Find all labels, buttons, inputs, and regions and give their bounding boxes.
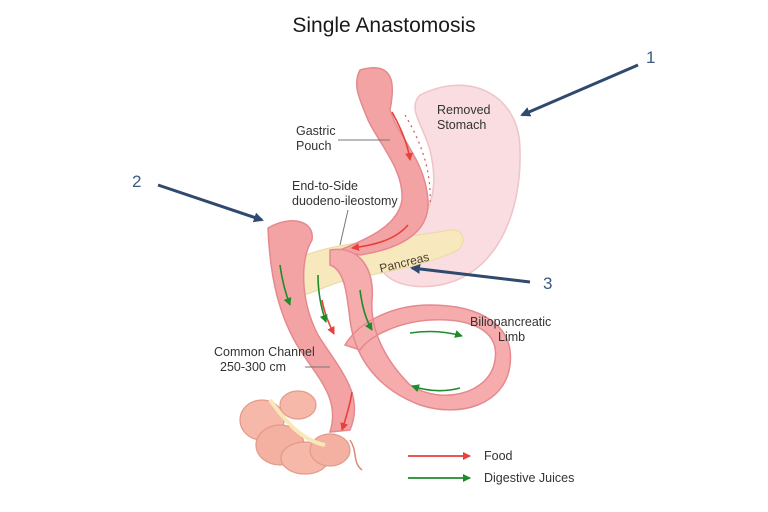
removed-stomach-label: Removed Stomach [437, 103, 491, 132]
duodenum-shape [267, 220, 356, 433]
juice-arrow-limb-2 [409, 330, 463, 338]
legend-juice-label: Digestive Juices [484, 471, 575, 485]
diagram-title: Single Anastomosis [292, 14, 476, 37]
callout-number-3: 3 [543, 274, 553, 293]
gastric-pouch-label: Gastric Pouch [296, 124, 336, 153]
gastric-pouch-shape [337, 67, 429, 256]
common-channel-label: Common Channel 250-300 cm [214, 345, 315, 374]
pouch-staple-line [404, 114, 431, 206]
biliopancreatic-limb-label: Biliopancreatic Limb [470, 315, 552, 344]
juice-arrow-channel [317, 274, 328, 323]
callout-arrow-2 [157, 183, 264, 223]
callout-number-1: 1 [646, 48, 656, 67]
anastomosis-label: End-to-Side duodeno-ileostomy [292, 179, 398, 208]
juice-arrow-limb-3 [411, 384, 461, 393]
leader-anastomosis [339, 209, 349, 246]
colon-shape [239, 390, 363, 475]
legend-food-label: Food [484, 449, 513, 463]
food-arrow-channel-2 [340, 391, 353, 431]
callout-arrow-3 [410, 263, 531, 284]
food-arrow-anastomosis [351, 224, 409, 252]
food-arrow-pouch [391, 111, 414, 161]
juice-arrow-duodenum [279, 264, 292, 306]
callout-number-2: 2 [132, 172, 142, 191]
juice-arrow-limb-1 [359, 289, 373, 331]
biliopancreatic-limb-shape [329, 248, 512, 411]
callout-arrow-1 [520, 63, 639, 117]
